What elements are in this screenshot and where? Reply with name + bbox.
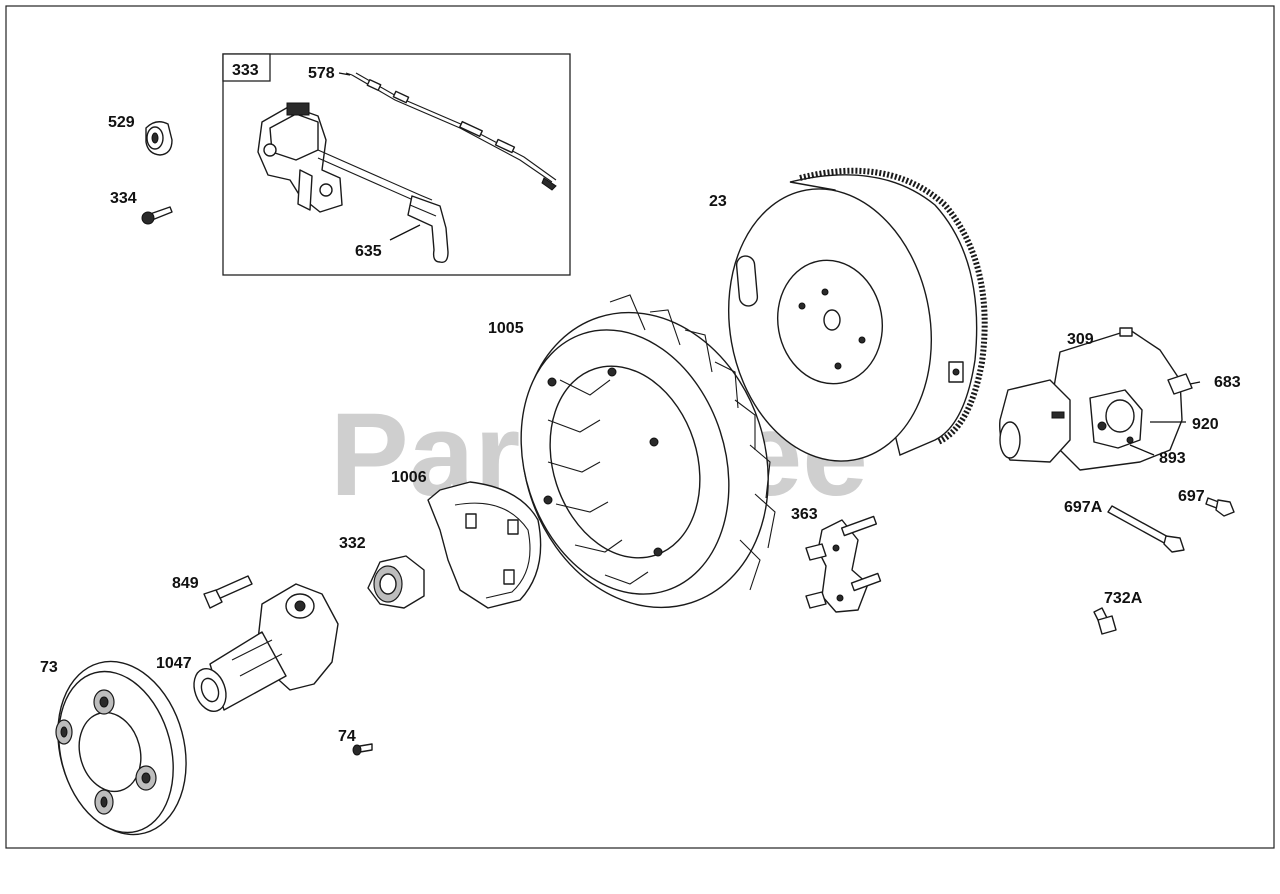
part-849-bolt[interactable]: [203, 575, 253, 609]
part-529-grommet[interactable]: [145, 121, 173, 156]
part-23-flywheel[interactable]: [708, 167, 988, 478]
part-635-spark-plug-boot[interactable]: [407, 195, 449, 263]
diagram-border: [5, 5, 1275, 849]
callout-697A[interactable]: 697A: [1064, 499, 1103, 516]
part-697A-bolt[interactable]: [1107, 505, 1185, 553]
part-334-screw[interactable]: [141, 206, 173, 225]
part-732A-screw[interactable]: [1093, 607, 1117, 635]
callout-334[interactable]: 334: [110, 190, 137, 207]
part-363-bracket[interactable]: [805, 515, 882, 613]
callout-683[interactable]: 683: [1214, 374, 1241, 391]
callout-1006[interactable]: 1006: [391, 469, 427, 486]
callout-1047[interactable]: 1047: [156, 655, 192, 672]
callout-529[interactable]: 529: [108, 114, 135, 131]
part-697-screw[interactable]: [1205, 497, 1235, 517]
callout-74[interactable]: 74: [338, 728, 356, 745]
callout-309[interactable]: 309: [1067, 331, 1094, 348]
callout-893[interactable]: 893: [1159, 450, 1186, 467]
part-1047-shaft-hub[interactable]: [188, 583, 339, 716]
part-1006-screen[interactable]: [427, 481, 542, 609]
callout-920[interactable]: 920: [1192, 416, 1219, 433]
part-332-flywheel-nut[interactable]: [367, 555, 425, 609]
callout-732A[interactable]: 732A: [1104, 590, 1143, 607]
callout-73[interactable]: 73: [40, 659, 58, 676]
callout-635[interactable]: 635: [355, 243, 382, 260]
part-74-screw[interactable]: [352, 743, 373, 756]
part-578-wire-harness[interactable]: [345, 72, 557, 191]
callout-578[interactable]: 578: [308, 65, 335, 82]
callout-332[interactable]: 332: [339, 535, 366, 552]
part-73-cover-plate[interactable]: [39, 647, 204, 849]
part-1005-fan[interactable]: [485, 280, 806, 639]
callout-23[interactable]: 23: [709, 193, 727, 210]
part-309-starter-motor[interactable]: [999, 327, 1193, 471]
leader-lines: [338, 72, 1201, 456]
inset-box-333: [222, 53, 571, 276]
callout-849[interactable]: 849: [172, 575, 199, 592]
part-333-ignition-module[interactable]: [257, 102, 433, 213]
callout-1005[interactable]: 1005: [488, 320, 524, 337]
callout-697[interactable]: 697: [1178, 488, 1205, 505]
callout-333[interactable]: 333: [232, 62, 259, 79]
callout-363[interactable]: 363: [791, 506, 818, 523]
